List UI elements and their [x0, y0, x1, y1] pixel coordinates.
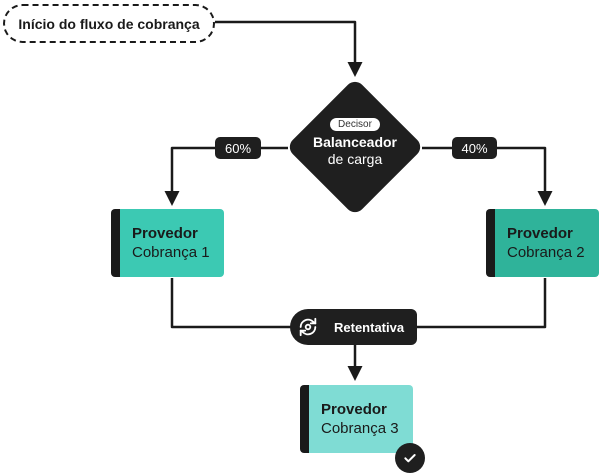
split-left-text: 60%: [224, 140, 252, 156]
split-left-label: 60%: [215, 137, 261, 159]
edge-provider2-to-retry: [417, 278, 547, 329]
decision-diamond: [289, 81, 421, 213]
provider-node-2: Provedor Cobrança 2: [486, 209, 599, 277]
edge-provider1-to-retry: [170, 278, 300, 329]
retry-label: Retentativa: [334, 319, 405, 335]
check-icon: [395, 443, 425, 473]
split-right-label: 40%: [452, 137, 497, 159]
provider-node-3: Provedor Cobrança 3: [300, 385, 413, 453]
decision-node: Decisor Balanceador de carga: [285, 118, 425, 168]
start-node: Início do fluxo de cobrança: [3, 4, 215, 43]
start-label: Início do fluxo de cobrança: [18, 15, 200, 32]
provider-3-title: Provedor: [321, 400, 387, 418]
retry-icon: [290, 309, 326, 345]
edge-start-to-decision: [215, 20, 363, 77]
provider-2-subtitle: Cobrança 2: [507, 243, 585, 261]
provider-1-subtitle: Cobrança 1: [132, 243, 210, 261]
decision-subtitle: de carga: [327, 151, 383, 167]
retry-node: Retentativa: [290, 309, 417, 345]
provider-3-subtitle: Cobrança 3: [321, 419, 399, 437]
provider-node-1: Provedor Cobrança 1: [111, 209, 224, 277]
provider-1-title: Provedor: [132, 224, 198, 242]
decision-title: Balanceador: [312, 134, 398, 150]
split-right-text: 40%: [461, 140, 488, 156]
provider-2-title: Provedor: [507, 224, 573, 242]
decision-tag: Decisor: [330, 118, 380, 131]
